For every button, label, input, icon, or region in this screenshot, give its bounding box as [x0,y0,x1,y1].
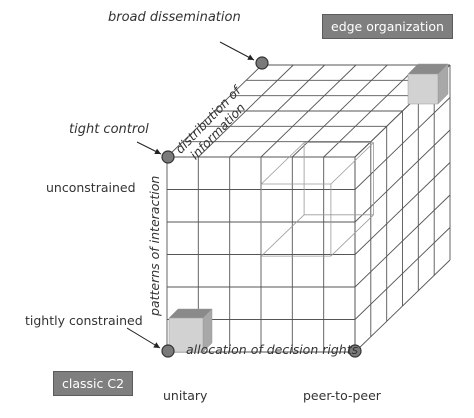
inner-cube-outline [260,142,375,257]
broad-dissemination-label: broad dissemination [108,10,241,25]
edge-organization-label: edge organization [322,14,453,39]
inner-cube-edge [330,142,374,185]
corner-markers [161,56,362,358]
tightly-constrained-leader [126,327,161,349]
tightly-constrained-label: tightly constrained [25,313,143,328]
unitary-marker [161,344,175,358]
broad-dissemination-leader-arrowhead [247,54,254,60]
tight-control-label: tight control [69,122,149,137]
broad-dissemination-leader [219,41,255,61]
leader-lines [126,41,255,349]
classic-c2-label: classic C2 [53,371,134,396]
broad-dissemination-marker [255,56,269,70]
peer-to-peer-label: peer-to-peer [303,388,381,403]
tight-control-leader-arrowhead [154,148,161,154]
peer-to-peer-marker [348,344,362,358]
inner-cube-edge [330,214,374,257]
classic-c2-cube-front [168,317,204,353]
unitary-label: unitary [163,388,208,403]
tight-control-marker [161,150,175,164]
patterns-of-interaction-axis-label: patterns of interaction [147,175,162,316]
allocation-of-decision-rights-axis-label: allocation of decision rights [186,342,359,357]
inner-cube-edge [261,142,305,185]
unconstrained-label: unconstrained [46,180,136,195]
tightly-constrained-leader-arrowhead [153,342,160,348]
inner-cube-edge [261,214,305,257]
corner-cubes [168,63,449,353]
edge-organization-cube-front [407,73,439,105]
